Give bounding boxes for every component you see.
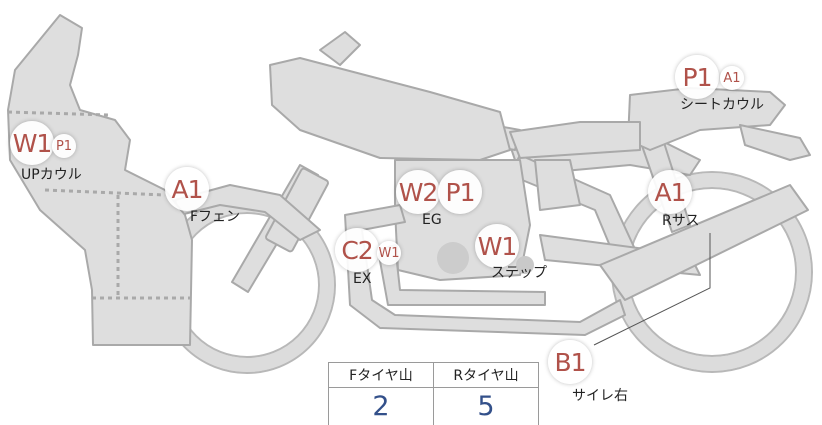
seatcowl-badge-p1: P1 bbox=[675, 55, 719, 99]
front-tire-header: Fタイヤ山 bbox=[328, 362, 434, 388]
front-fender bbox=[174, 184, 321, 241]
engine-cover bbox=[437, 242, 469, 274]
silencer bbox=[599, 184, 809, 301]
step-badge-w1: W1 bbox=[475, 224, 519, 268]
silencer-leader bbox=[593, 233, 711, 346]
fuel-tank bbox=[269, 57, 511, 161]
engine-cover-2 bbox=[516, 256, 534, 274]
eg-badge-w2: W2 bbox=[396, 170, 440, 214]
ex-badge-c2: C2 bbox=[335, 228, 379, 272]
seatcowl-badge-a1: A1 bbox=[720, 66, 744, 90]
eg-label: EG bbox=[422, 212, 442, 228]
rear-tire-value: 5 bbox=[433, 387, 539, 425]
front-tire-value: 2 bbox=[328, 387, 434, 425]
upcowl-badge-w1: W1 bbox=[10, 121, 54, 165]
ex-badge-w1: W1 bbox=[377, 241, 401, 265]
ex-label: EX bbox=[353, 271, 372, 287]
rsus-badge-a1: A1 bbox=[648, 170, 692, 214]
tire-tread-table: Fタイヤ山 Rタイヤ山 2 5 bbox=[328, 362, 539, 425]
handlebar bbox=[319, 31, 361, 66]
seat bbox=[509, 121, 641, 159]
silencer-label: サイレ右 bbox=[572, 388, 628, 404]
step-label: ステップ bbox=[491, 265, 547, 281]
seat-tail bbox=[739, 124, 811, 161]
eg-badge-p1: P1 bbox=[438, 170, 482, 214]
silencer-badge-b1: B1 bbox=[548, 340, 592, 384]
engine-fins bbox=[534, 159, 581, 211]
ffender-badge-a1: A1 bbox=[165, 167, 209, 211]
upcowl-label: UPカウル bbox=[21, 167, 82, 183]
ffender-label: Fフェン bbox=[190, 209, 241, 225]
upper-cowl bbox=[7, 14, 193, 346]
rear-tire-header: Rタイヤ山 bbox=[433, 362, 539, 388]
cowl-guides bbox=[7, 110, 190, 300]
upcowl-badge-p1: P1 bbox=[52, 134, 76, 158]
exhaust-pipe bbox=[344, 204, 626, 336]
rsus-label: Rサス bbox=[662, 213, 700, 229]
seatcowl-label: シートカウル bbox=[680, 97, 764, 113]
